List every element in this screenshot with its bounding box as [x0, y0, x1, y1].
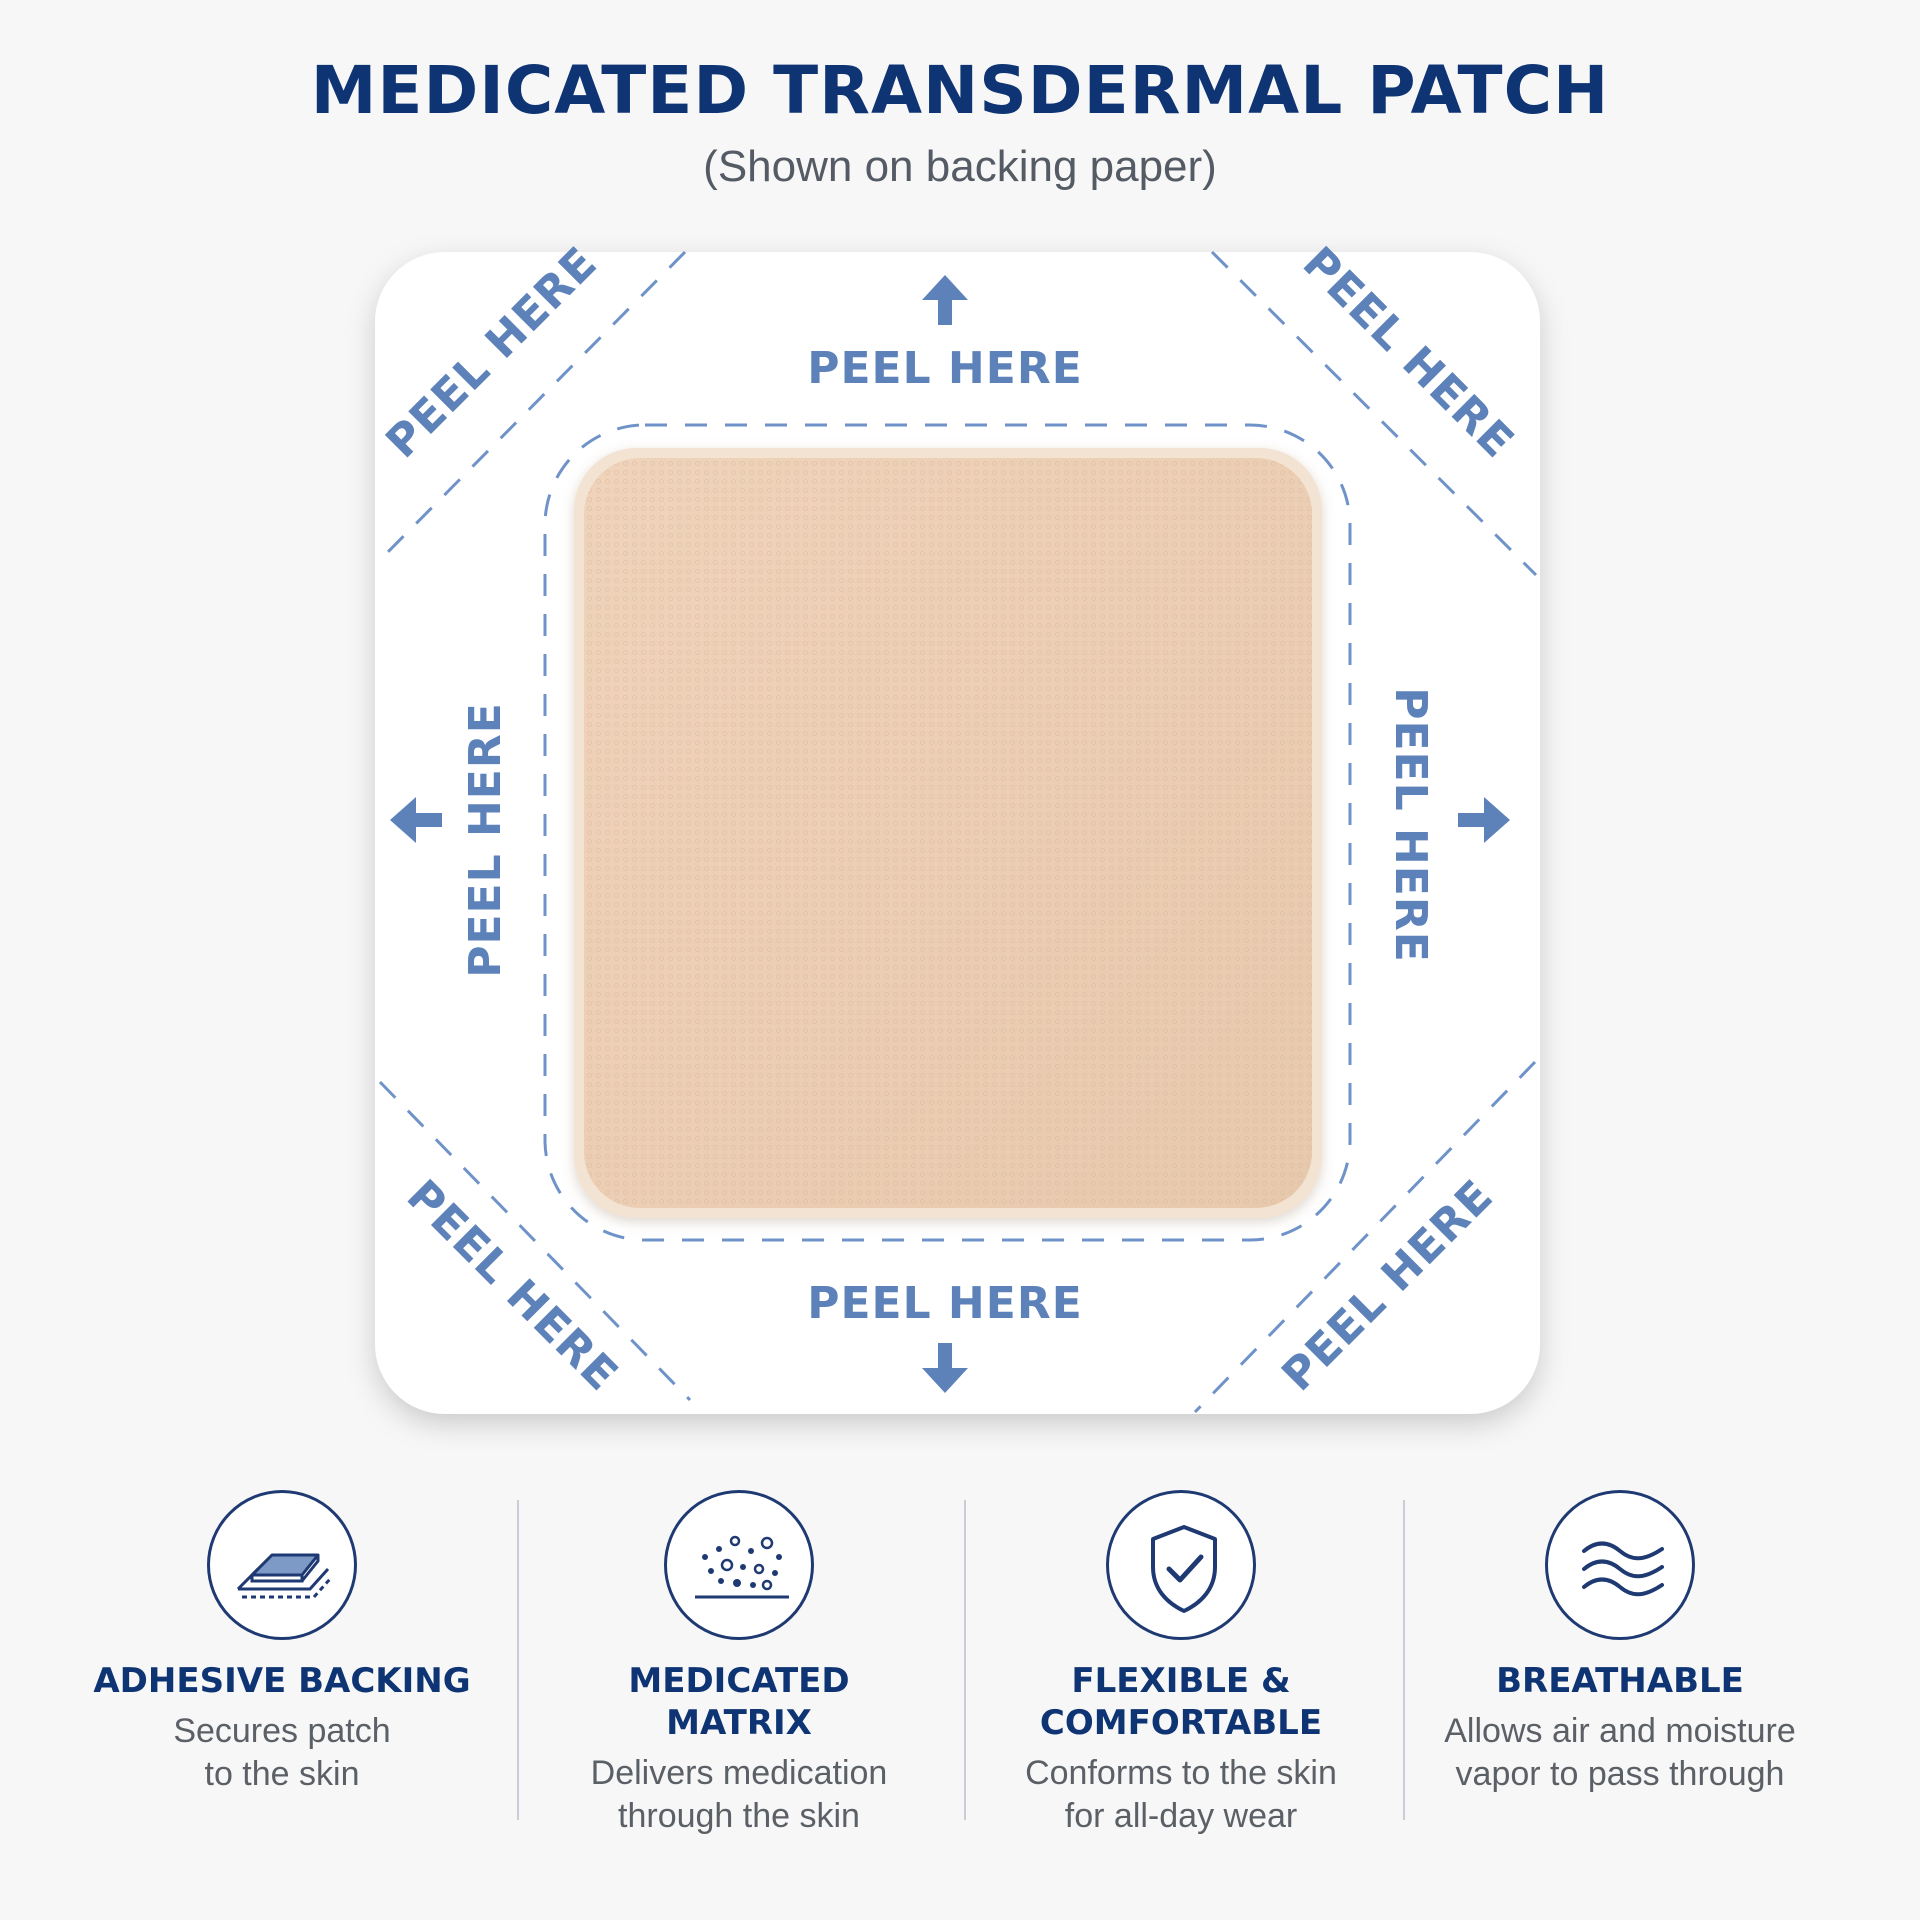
page-title: MEDICATED TRANSDERMAL PATCH [310, 52, 1610, 129]
arrow-up-icon [922, 275, 968, 325]
corner-dashed-lines [378, 250, 1538, 1414]
peel-label-right[interactable]: PEEL HERE [1385, 687, 1436, 963]
feature-title-line: ADHESIVE BACKING [93, 1661, 471, 1701]
feature-desc-line: Conforms to the skin [1025, 1754, 1337, 1792]
patch-texture [584, 458, 1312, 1208]
peel-label-bottom[interactable]: PEEL HERE [807, 1278, 1083, 1329]
arrow-down-icon [922, 1343, 968, 1393]
feature-adhesive-backing: ADHESIVE BACKING Secures patch to the sk… [67, 1490, 497, 1796]
divider [1403, 1500, 1405, 1820]
arrow-right-icon [1458, 797, 1510, 843]
feature-desc-line: vapor to pass through [1455, 1755, 1785, 1793]
divider [964, 1500, 966, 1820]
feature-breathable: BREATHABLE Allows air and moisture vapor… [1405, 1490, 1835, 1796]
feature-desc-line: for all-day wear [1064, 1797, 1298, 1835]
inner-dashed-border [543, 423, 1352, 1242]
peel-label-left[interactable]: PEEL HERE [460, 702, 511, 978]
arrow-left-icon [390, 797, 442, 843]
page-subtitle: (Shown on backing paper) [703, 142, 1217, 191]
feature-desc-line: Delivers medication [590, 1754, 888, 1792]
waves-icon [1545, 1490, 1695, 1640]
features-row: ADHESIVE BACKING Secures patch to the sk… [0, 1490, 1920, 1870]
layers-icon [207, 1490, 357, 1640]
feature-medicated-matrix: MEDICATED MATRIX Delivers medication thr… [524, 1490, 954, 1838]
feature-title-line: FLEXIBLE & [1071, 1661, 1291, 1701]
feature-title-line: COMFORTABLE [1039, 1703, 1323, 1743]
divider [517, 1500, 519, 1820]
feature-desc-line: Secures patch [173, 1712, 391, 1750]
shield-check-icon [1106, 1490, 1256, 1640]
feature-title-line: BREATHABLE [1496, 1661, 1744, 1701]
peel-label-top[interactable]: PEEL HERE [807, 343, 1083, 394]
feature-title-line: MEDICATED [628, 1661, 850, 1701]
patch-diagram: PEEL HERE PEEL HERE PEEL HERE PEEL HERE … [375, 237, 1540, 1414]
feature-desc-line: Allows air and moisture [1444, 1712, 1796, 1750]
peel-arrows [390, 275, 1510, 1393]
feature-desc-line: to the skin [204, 1755, 360, 1793]
feature-title-line: MATRIX [666, 1703, 812, 1743]
particles-icon [664, 1490, 814, 1640]
feature-desc-line: through the skin [618, 1797, 860, 1835]
feature-flexible-comfortable: FLEXIBLE & COMFORTABLE Conforms to the s… [966, 1490, 1396, 1838]
